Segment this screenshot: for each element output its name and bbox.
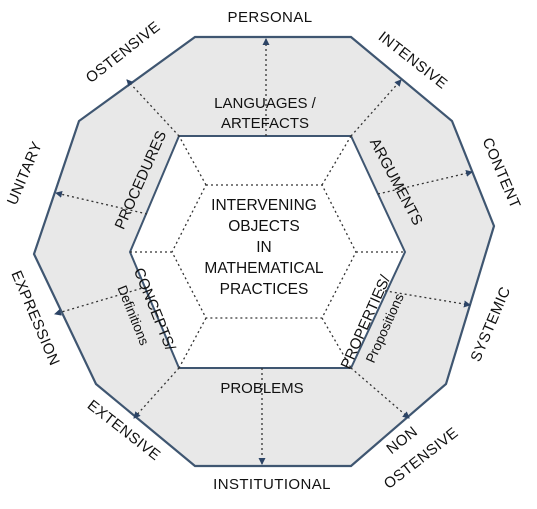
languages-label: LANGUAGES /: [214, 95, 317, 112]
personal-label: PERSONAL: [228, 9, 313, 26]
arrow-unitary: [55, 190, 148, 215]
institutional-label: INSTITUTIONAL: [213, 476, 331, 493]
content-label: CONTENT: [479, 135, 524, 211]
ostensive-bottom-label: OSTENSIVE: [381, 424, 462, 492]
dimension-arrows: [54, 38, 473, 465]
center-line-4: MATHEMATICAL: [204, 260, 324, 277]
arrow-systemic: [379, 289, 471, 308]
center-label: INTERVENING OBJECTS IN MATHEMATICAL PRAC…: [204, 197, 324, 298]
center-line-5: PRACTICES: [220, 281, 309, 298]
center-line-3: IN: [256, 239, 272, 256]
spoke-top-left: [178, 135, 207, 186]
unitary-label: UNITARY: [4, 139, 46, 208]
problems-label: PROBLEMS: [220, 380, 303, 397]
arrow-expression: [54, 286, 147, 316]
center-line-1: INTERVENING: [211, 197, 317, 214]
center-line-2: OBJECTS: [228, 218, 299, 235]
dotted-spokes: [130, 135, 405, 369]
arrow-content: [377, 169, 473, 195]
artefacts-label: ARTEFACTS: [221, 115, 309, 132]
systemic-label: SYSTEMIC: [467, 284, 514, 364]
arrow-extensive: [133, 367, 180, 419]
